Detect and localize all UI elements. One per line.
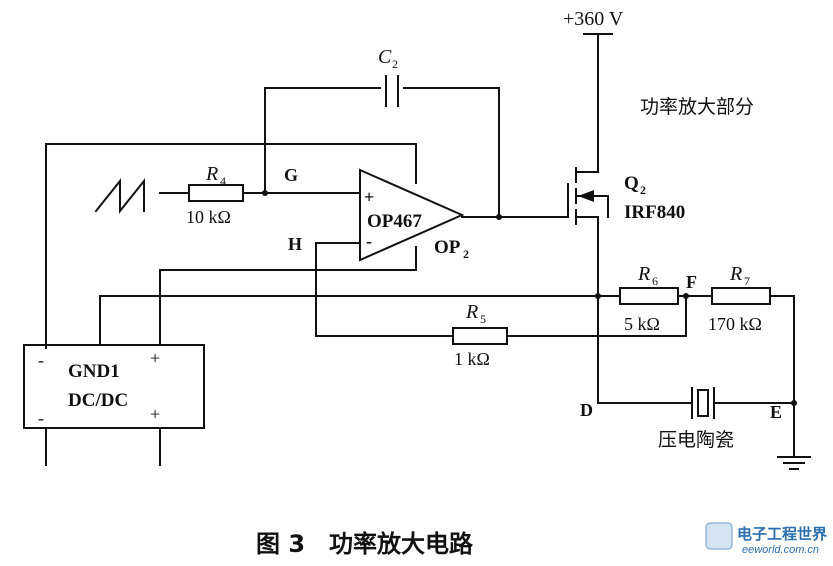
junction-f — [683, 293, 689, 299]
r5-subscript: 5 — [480, 312, 486, 326]
opamp-minus-label: - — [366, 231, 372, 251]
watermark-badge-icon — [705, 522, 733, 550]
watermark-title: 电子工程世界 — [737, 525, 827, 543]
dcdc-minus-top: - — [38, 350, 44, 370]
piezo-label: 压电陶瓷 — [658, 429, 734, 451]
opamp-model-label: OP467 — [367, 211, 422, 232]
r5-value: 1 kΩ — [454, 349, 490, 369]
r6-symbol: R — [637, 263, 650, 285]
node-h-label: H — [288, 234, 302, 254]
r5-symbol: R — [465, 301, 478, 323]
r7-symbol: R — [729, 263, 742, 285]
mosfet-model-label: IRF840 — [624, 202, 685, 223]
dcdc-plus-bottom: + — [150, 404, 160, 424]
wire-h-r5 — [315, 242, 454, 337]
node-e-label: E — [770, 402, 782, 422]
wire-c2-right — [403, 87, 500, 218]
junction-source-gnd — [595, 293, 601, 299]
wire-r5-f — [506, 295, 687, 337]
node-f-label: F — [686, 272, 697, 292]
section-label: 功率放大部分 — [640, 96, 754, 118]
node-d-label: D — [580, 400, 593, 420]
junction-out — [496, 214, 502, 220]
mosfet-source-lead — [575, 216, 599, 404]
dcdc-minus-bottom: - — [38, 408, 44, 428]
wire-r7-ground — [769, 295, 795, 456]
sawtooth-source-icon — [94, 178, 145, 214]
wire-c2-left — [264, 87, 381, 194]
resistor-r4 — [188, 184, 244, 202]
figure-caption: 图 3 功率放大电路 — [256, 530, 474, 558]
r6-subscript: 6 — [652, 274, 658, 288]
r6-value: 5 kΩ — [624, 314, 660, 334]
resistor-r6 — [619, 287, 679, 305]
r4-value: 10 kΩ — [186, 207, 231, 227]
supply-label: +360 V — [563, 8, 624, 30]
wire-gnd-r6 — [99, 295, 621, 346]
dcdc-plus-top: + — [150, 348, 160, 368]
c2-symbol: C — [378, 46, 392, 68]
r7-subscript: 7 — [744, 274, 750, 288]
dcdc-line2: DC/DC — [68, 390, 128, 411]
dcdc-line1: GND1 — [68, 361, 120, 382]
wire-dcdc-plus-supply — [159, 246, 417, 346]
dcdc-module-box — [23, 344, 205, 429]
mosfet-arrow-icon — [578, 190, 594, 202]
mosfet-name-label: Q — [624, 173, 639, 194]
watermark-logo: 电子工程世界 eeworld.com.cn — [705, 522, 827, 556]
r4-subscript: 4 — [220, 174, 226, 188]
node-g-label: G — [284, 165, 298, 185]
resistor-r7 — [711, 287, 771, 305]
wire-dcdc-minus-supply — [45, 143, 417, 349]
r7-value: 170 kΩ — [708, 314, 762, 334]
resistor-r5 — [452, 327, 508, 345]
piezo-crystal — [697, 389, 709, 417]
c2-subscript: 2 — [392, 57, 398, 71]
junction-g — [262, 190, 268, 196]
opamp-plus-label: + — [364, 187, 374, 207]
opamp-op2-body — [359, 168, 465, 262]
opamp-name-subscript: 2 — [463, 247, 469, 261]
mosfet-name-subscript: 2 — [640, 183, 646, 197]
opamp-name-label: OP — [434, 237, 461, 258]
watermark-url: eeworld.com.cn — [742, 544, 819, 556]
r4-symbol: R — [205, 163, 218, 185]
junction-e — [791, 400, 797, 406]
